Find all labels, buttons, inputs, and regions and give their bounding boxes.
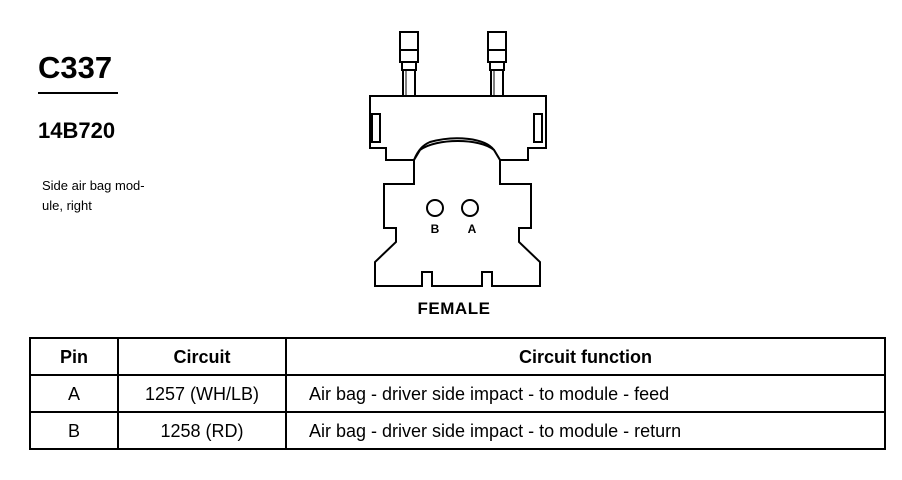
connector-description: Side air bag mod- ule, right bbox=[42, 176, 192, 216]
latch-right bbox=[533, 113, 543, 143]
cell-pin: B bbox=[29, 411, 119, 450]
connector-diagram: B A bbox=[369, 31, 547, 287]
table-row: A 1257 (WH/LB) Air bag - driver side imp… bbox=[29, 374, 886, 413]
cell-function: Air bag - driver side impact - to module… bbox=[285, 374, 886, 413]
header-circuit-function: Circuit function bbox=[285, 337, 886, 376]
view-label: FEMALE bbox=[417, 299, 491, 318]
cell-function: Air bag - driver side impact - to module… bbox=[285, 411, 886, 450]
cell-circuit: 1257 (WH/LB) bbox=[117, 374, 287, 413]
pin-b-label: B bbox=[431, 222, 440, 236]
pin-b-cavity bbox=[426, 199, 444, 217]
cell-pin: A bbox=[29, 374, 119, 413]
header-pin: Pin bbox=[29, 337, 119, 376]
connector-face bbox=[374, 140, 541, 287]
pin-a-cavity bbox=[461, 199, 479, 217]
latch-left bbox=[371, 113, 381, 143]
terminal-right bbox=[487, 31, 507, 97]
part-number: 14B720 bbox=[38, 118, 116, 143]
table-header-row: Pin Circuit Circuit function bbox=[29, 337, 886, 376]
table-row: B 1258 (RD) Air bag - driver side impact… bbox=[29, 411, 886, 450]
title-underline bbox=[38, 92, 118, 94]
pin-table: Pin Circuit Circuit function A 1257 (WH/… bbox=[29, 337, 886, 450]
connector-id: C337 bbox=[38, 50, 113, 85]
pin-a-label: A bbox=[468, 222, 477, 236]
terminal-left bbox=[399, 31, 419, 97]
header-circuit: Circuit bbox=[117, 337, 287, 376]
cell-circuit: 1258 (RD) bbox=[117, 411, 287, 450]
description-line-1: Side air bag mod- bbox=[42, 178, 145, 193]
description-line-2: ule, right bbox=[42, 198, 92, 213]
